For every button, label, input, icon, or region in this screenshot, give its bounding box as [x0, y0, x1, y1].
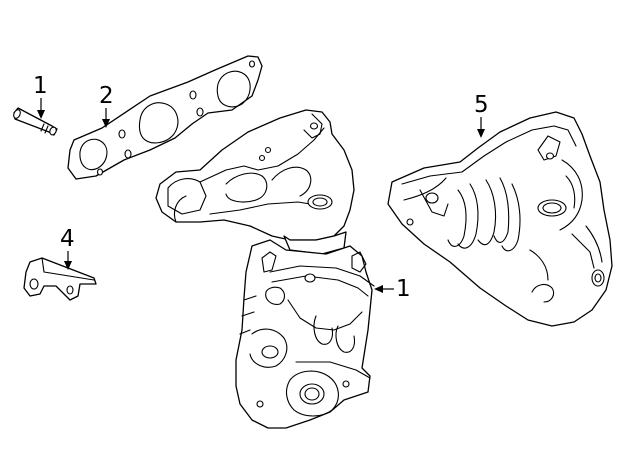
bracket-part [23, 257, 97, 301]
callout-1: 1 [374, 276, 411, 302]
callout-3: 1 [33, 73, 48, 119]
callout-label-5: 5 [474, 92, 489, 118]
callout-5: 5 [474, 92, 489, 138]
gasket-part [67, 55, 263, 180]
callout-4: 4 [60, 226, 75, 270]
manifold-part [155, 109, 375, 429]
callout-label-1-text: 1 [396, 276, 411, 302]
callout-label-2: 2 [99, 83, 114, 109]
callout-label-3: 1 [33, 73, 48, 99]
callout-2: 2 [99, 83, 114, 128]
heat-shield-part [387, 111, 613, 327]
stud-part [13, 107, 58, 136]
callout-label-4: 4 [60, 226, 75, 252]
